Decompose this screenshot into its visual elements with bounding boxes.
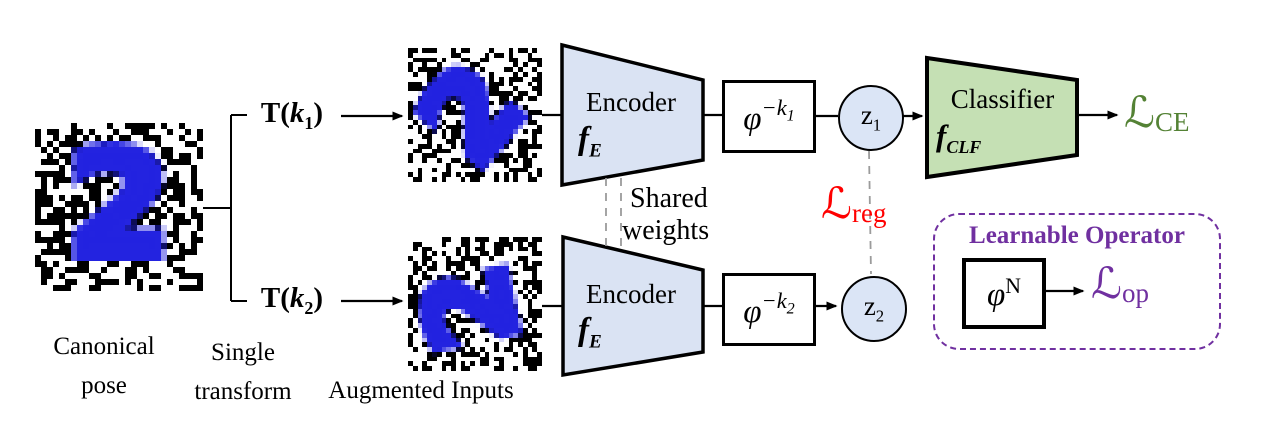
loss-op-script-l: ℒ <box>1091 259 1122 309</box>
loss-ce-sub: CE <box>1154 107 1190 138</box>
phi2-base: φ <box>743 294 762 330</box>
loss-op-sub: op <box>1121 278 1149 309</box>
canonical-pose-caption: Canonical pose <box>4 328 204 406</box>
classifier-symbol: fCLF <box>936 118 981 158</box>
phi1-k: k <box>776 95 787 120</box>
phi1-k-sub: 1 <box>786 107 795 125</box>
phi1-exp: −k1 <box>761 95 795 124</box>
phiN-base: φ <box>987 276 1006 313</box>
loss-reg-script-l: ℒ <box>821 179 852 229</box>
inverse-op-2-box: φ−k2 <box>722 273 816 346</box>
encoder1-symbol: fE <box>578 121 602 163</box>
augmented-input-2-image <box>408 237 542 371</box>
canonical-caption-line1: Canonical <box>53 333 155 360</box>
encoder1-f: f <box>578 121 589 157</box>
loss-reg-label: ℒreg <box>821 183 886 227</box>
loss-ce-script-l: ℒ <box>1124 88 1155 138</box>
classifier-f: f <box>936 118 947 153</box>
augmented-inputs-caption: Augmented Inputs <box>328 377 514 404</box>
phi1-base: φ <box>743 101 762 137</box>
t1-sub: 1 <box>304 112 314 133</box>
inverse-op-1-text: φ−k1 <box>743 95 795 137</box>
latent-z1-node: z1 <box>838 85 904 151</box>
classifier-f-sub: CLF <box>946 137 982 158</box>
t2-sub: 2 <box>304 297 314 318</box>
z2-text: z2 <box>864 291 884 326</box>
encoder2-symbol: fE <box>578 312 602 354</box>
encoder2-f: f <box>578 312 589 348</box>
phi2-k-sub: 2 <box>786 300 795 318</box>
loss-reg-sub: reg <box>851 198 887 229</box>
encoder1-f-sub: E <box>589 140 602 162</box>
latent-z2-node: z2 <box>841 276 907 342</box>
transform-t2-label: T(k2) <box>246 282 338 319</box>
learnable-operator-title: Learnable Operator <box>969 222 1185 249</box>
split-bracket <box>203 114 247 302</box>
loss-ce-label: ℒCE <box>1124 92 1190 136</box>
shared-weights-line2: weights <box>622 215 710 246</box>
z1-base: z <box>860 100 873 131</box>
learnable-operator-box: Learnable Operator φN ℒop <box>933 213 1221 350</box>
z2-sub: 2 <box>875 306 885 326</box>
phiN-box: φN <box>962 258 1046 329</box>
encoder2-f-sub: E <box>589 331 602 353</box>
z2-base: z <box>863 291 876 322</box>
phi2-exp: −k2 <box>761 288 795 317</box>
t2-arg: k <box>289 282 305 314</box>
inverse-op-2-text: φ−k2 <box>743 288 795 330</box>
loss-op-label: ℒop <box>1091 263 1149 307</box>
z1-sub: 1 <box>872 115 882 135</box>
shared-weights-line1: Shared <box>630 183 708 214</box>
augmented-input-1-image <box>408 48 542 182</box>
t2-close: ) <box>313 282 324 314</box>
t2-op: T( <box>260 282 290 314</box>
inverse-op-1-box: φ−k1 <box>722 80 816 153</box>
phi2-k: k <box>776 288 787 313</box>
z1-text: z1 <box>861 100 881 135</box>
phiN-sup: N <box>1005 273 1021 298</box>
encoder1-title: Encoder <box>586 87 676 117</box>
canonical-pose-image <box>35 123 203 291</box>
t1-arg: k <box>289 97 305 129</box>
single-transform-line2: transform <box>194 377 292 405</box>
t1-close: ) <box>313 97 324 129</box>
phiN-text: φN <box>987 273 1021 313</box>
encoder2-title: Encoder <box>586 279 676 309</box>
single-transform-line1: Single <box>211 339 275 366</box>
single-transform-caption: Single transform <box>143 334 343 412</box>
phi1-minus: − <box>761 95 777 120</box>
t1-op: T( <box>260 97 290 129</box>
canonical-caption-line2: pose <box>81 371 127 399</box>
transform-t1-label: T(k1) <box>246 97 338 134</box>
phi2-minus: − <box>761 288 777 313</box>
classifier-title: Classifier <box>950 84 1055 114</box>
